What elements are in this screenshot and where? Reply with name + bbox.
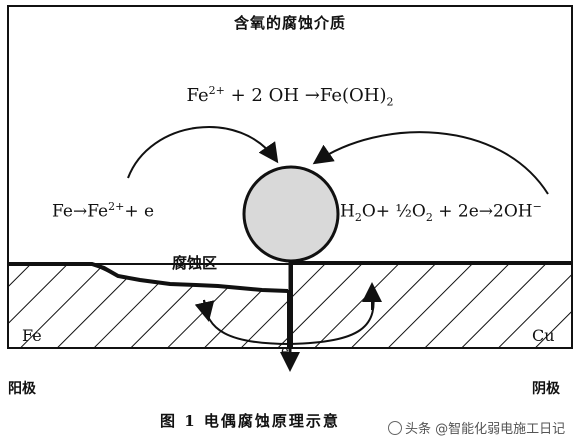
left-ion-arrow: [127, 126, 279, 179]
water-droplet: [242, 165, 340, 263]
cathode-label: 阴极: [532, 381, 560, 397]
current-loop-arrow-left: [194, 299, 215, 322]
figure-caption: 图 1 电偶腐蚀原理示意: [160, 412, 340, 430]
top-equation: Fe2+ + 2 OH →Fe(OH)2: [186, 84, 394, 109]
current-loop: [203, 285, 375, 346]
fe-label: Fe: [22, 326, 42, 345]
electron-label: e: [281, 344, 289, 359]
cathode-equation: H2O+ ½O2 + 2e→2OH−: [340, 200, 542, 225]
corrosion-zone-label: 腐蚀区: [172, 254, 218, 272]
fe-block: [7, 263, 289, 349]
anode-label: 阳极: [8, 381, 36, 397]
watermark-icon: [388, 421, 402, 435]
cu-block: [291, 261, 573, 349]
right-ion-arrow: [312, 131, 549, 195]
watermark: 头条 @智能化弱电施工日记: [388, 418, 565, 437]
cu-label: Cu: [532, 326, 555, 345]
anode-equation: Fe→Fe2++ e: [52, 200, 155, 222]
medium-title: 含氧的腐蚀介质: [233, 14, 346, 32]
corroded-surface: [8, 262, 289, 293]
